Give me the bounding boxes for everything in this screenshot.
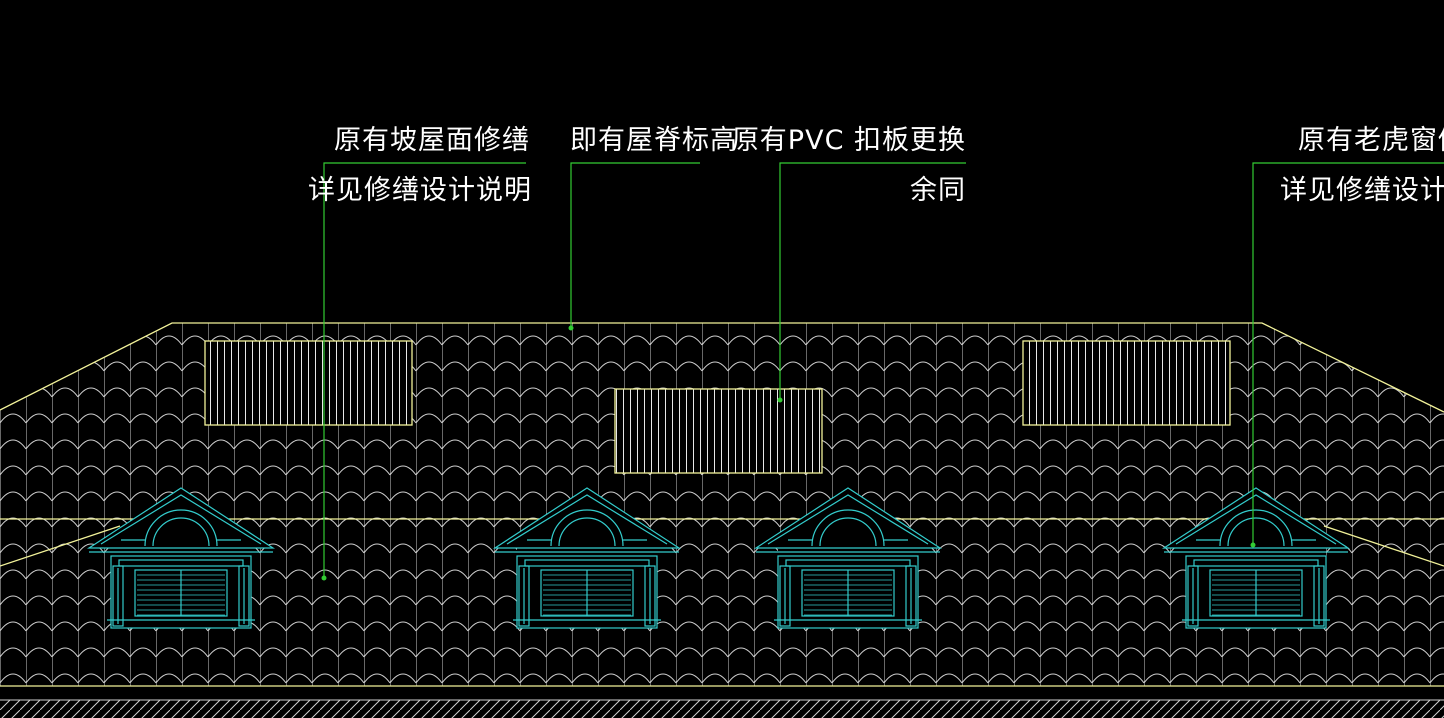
dormer-windows — [86, 487, 1351, 629]
annotation-pvc-line1: 原有PVC 扣板更换 — [731, 125, 966, 156]
annotation-ridge-elevation: 即有屋脊标高 — [570, 125, 738, 156]
leader-dots — [321, 325, 1256, 581]
dormer-4 — [1161, 487, 1351, 629]
ground-hatch — [0, 699, 1444, 718]
pvc-panel-center — [614, 388, 823, 474]
annotation-dormer-line2: 详见修缮设计说明 — [1280, 175, 1444, 206]
annotation-slope-roof-line1: 原有坡屋面修缮 — [334, 125, 530, 156]
roof-outline — [0, 322, 1444, 687]
annotation-dormer-line1: 原有老虎窗修缮 — [1298, 125, 1444, 156]
pvc-panel-left — [204, 340, 413, 426]
dormer-2 — [492, 487, 682, 629]
annotation-pvc-line2: 余同 — [910, 175, 966, 206]
annotation-slope-roof-line2: 详见修缮设计说明 — [308, 175, 532, 206]
pvc-panel-right — [1022, 340, 1231, 426]
leader-lines — [323, 162, 1444, 578]
dormer-1 — [86, 487, 276, 629]
dormer-3 — [753, 487, 943, 629]
